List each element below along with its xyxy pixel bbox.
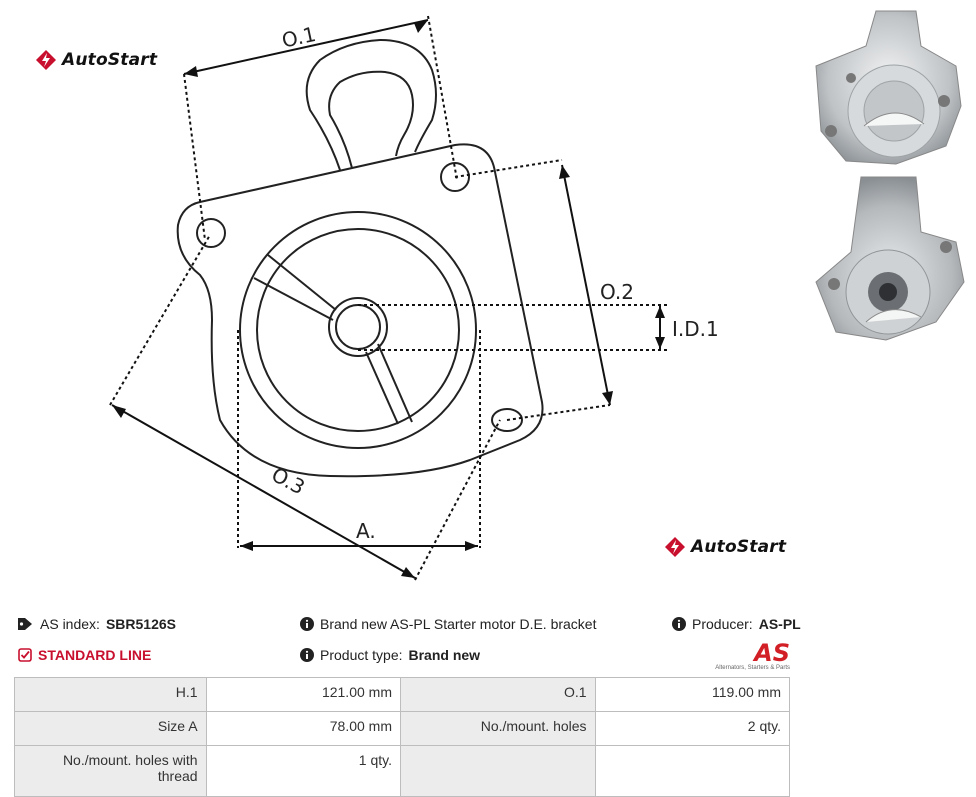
outer-ring [239,211,477,449]
brand-logo-top: AutoStart [36,50,157,70]
label-id1: I.D.1 [672,317,719,341]
brand-logo-text: AutoStart [691,537,787,557]
product-photo-back[interactable] [806,172,966,342]
label-a: A. [356,519,376,543]
mount-hole-left [196,218,226,248]
brand-logo-bottom: AutoStart [665,537,786,557]
central-bore-inner [335,304,381,350]
autostart-logo-icon [36,50,56,70]
producer-value: AS-PL [758,616,801,632]
info-icon [300,617,314,631]
info-icon [300,648,314,662]
label-o3: O.3 [268,462,309,499]
table-row: No./mount. holes with thread 1 qty. [14,745,791,797]
as-index-value: SBR5126S [105,616,176,632]
producer: Producer: AS-PL [672,616,801,632]
table-row: Size A 78.00 mm No./mount. holes 2 qty. [14,711,791,746]
table-row: H.1 121.00 mm O.1 119.00 mm [14,677,791,712]
label-o1: O.1 [280,22,318,53]
standard-line-badge: STANDARD LINE [18,647,151,663]
product-type: Product type: Brand new [300,647,480,663]
product-type-value: Brand new [408,647,481,663]
info-icon [672,617,686,631]
product-description: Brand new AS-PL Starter motor D.E. brack… [300,616,597,632]
autostart-logo-icon [665,537,685,557]
product-photo-front[interactable] [806,6,966,166]
flange-outline [176,143,544,478]
top-lug [305,38,437,171]
as-pl-logo: AS Alternators, Starters & Parts [715,639,790,671]
tag-icon [18,618,32,630]
brand-logo-text: AutoStart [62,50,158,70]
technical-drawing: O.1 O.2 I.D.1 O.3 A. [109,15,719,581]
label-o2: O.2 [600,280,634,304]
central-bore-outer [328,297,388,357]
mount-hole-right-bottom [491,408,523,432]
mount-hole-right-top [440,162,470,192]
as-index: AS index: SBR5126S [18,616,176,632]
inner-ring [256,228,460,432]
top-lug-inner [328,70,414,169]
spec-table: H.1 121.00 mm O.1 119.00 mm Size A 78.00… [14,677,791,797]
checkbox-checked-icon [18,648,32,662]
